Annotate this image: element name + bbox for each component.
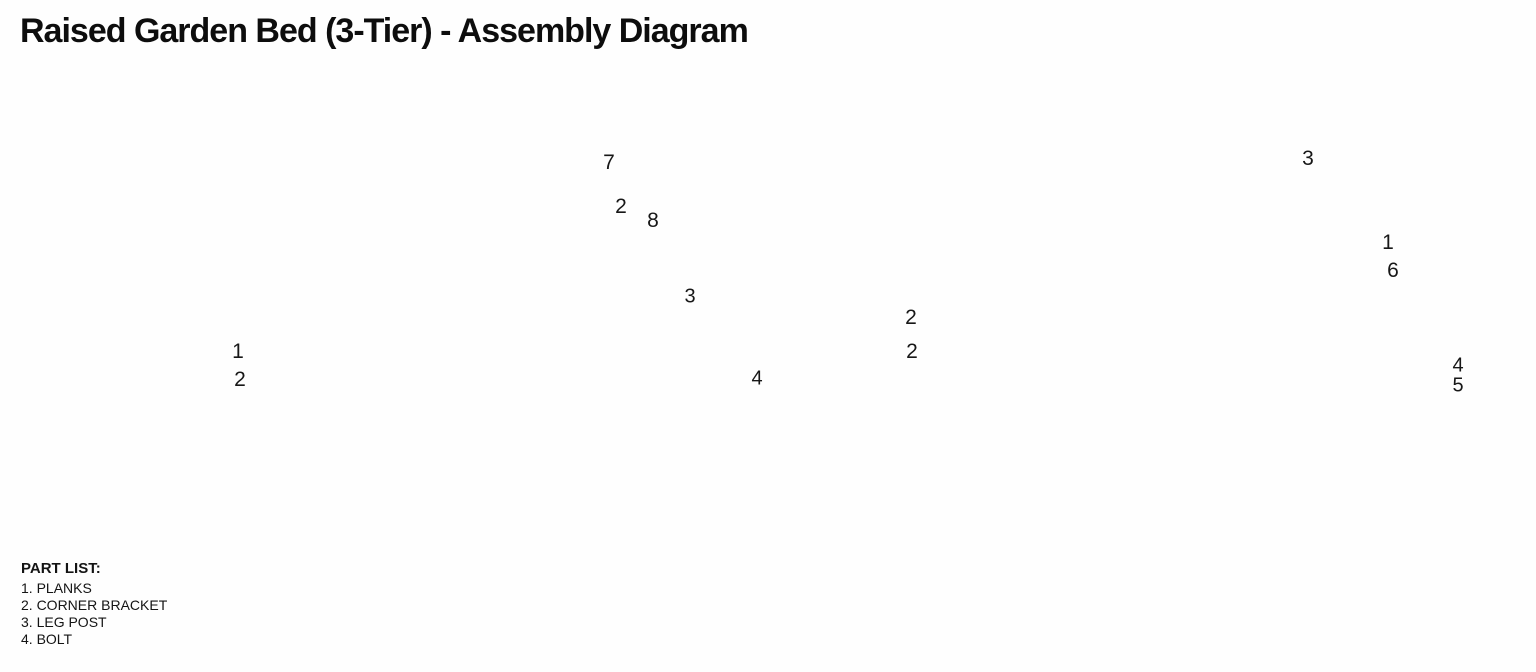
part-list-item: 3. LEG POST (21, 614, 107, 630)
callout-2-lower-post: 2 (906, 340, 918, 363)
dimension-3-label: 3 (684, 285, 696, 308)
part-list: PART LIST: 1. PLANKS 2. CORNER BRACKET 3… (21, 560, 167, 648)
part-list-item: 1. PLANKS (21, 580, 92, 596)
callout-7-trellis-panel: 7 (603, 151, 615, 174)
page-title: Raised Garden Bed (3-Tier) - Assembly Di… (20, 12, 749, 50)
part-list-item: 4. BOLT (21, 631, 73, 647)
callout-6-lower-tier: 6 (1387, 259, 1399, 282)
part-list-heading: PART LIST: (21, 560, 101, 577)
callout-1-planks: 1 (232, 340, 244, 363)
callout-2-upper-post: 2 (905, 306, 917, 329)
callout-2-top-bracket: 2 (615, 195, 627, 218)
dimension-4-label: 4 (751, 367, 763, 390)
callout-1-corner: 1 (1382, 231, 1394, 254)
dimension-4-label-right: 4 (1452, 354, 1464, 377)
callout-3-leg-post: 3 (1302, 147, 1314, 170)
callout-2-side-bracket: 2 (234, 368, 246, 391)
part-list-item: 2. CORNER BRACKET (21, 597, 168, 613)
callout-8-upper-rim: 8 (647, 209, 659, 232)
dimension-5-label-right: 5 (1452, 374, 1464, 397)
